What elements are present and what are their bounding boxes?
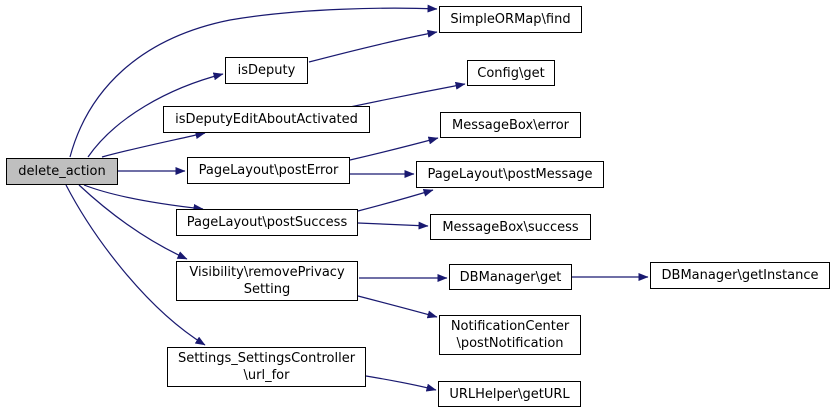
edge-delete_action-to-Settings_SettingsController-url_for xyxy=(65,184,206,346)
edge-isDeputy-to-SimpleORMap-find xyxy=(308,29,438,63)
node-isDeputy[interactable]: isDeputy xyxy=(225,57,308,84)
node-Visibility-removePrivacySetting[interactable]: Visibility\removePrivacy Setting xyxy=(176,261,358,301)
node-Settings_SettingsController-url_for[interactable]: Settings_SettingsController \url_for xyxy=(167,347,366,387)
node-URLHelper-getURL[interactable]: URLHelper\getURL xyxy=(438,381,581,407)
edge-PageLayout-postSuccess-to-PageLayout-postMessage xyxy=(357,188,434,212)
edge-delete_action-to-SimpleORMap-find xyxy=(69,4,438,158)
edge-delete_action-to-isDeputy xyxy=(87,72,224,158)
edge-delete_action-to-PageLayout-postSuccess xyxy=(83,184,204,212)
edge-Settings_SettingsController-url_for-to-URLHelper-getURL xyxy=(365,375,437,392)
edge-isDeputyEditAboutActivated-to-Config-get xyxy=(349,81,466,108)
node-PageLayout-postMessage[interactable]: PageLayout\postMessage xyxy=(416,161,604,188)
edge-delete_action-to-Visibility-removePrivacySetting xyxy=(78,184,188,260)
edge-delete_action-to-isDeputyEditAboutActivated xyxy=(101,131,206,158)
node-DBManager-get[interactable]: DBManager\get xyxy=(449,264,572,290)
node-NotificationCenter-postNotification[interactable]: NotificationCenter \postNotification xyxy=(439,315,581,355)
node-Config-get[interactable]: Config\get xyxy=(467,60,555,86)
edge-PageLayout-postError-to-MessageBox-error xyxy=(349,136,439,161)
node-SimpleORMap-find[interactable]: SimpleORMap\find xyxy=(439,6,582,33)
node-PageLayout-postError[interactable]: PageLayout\postError xyxy=(187,157,350,184)
node-MessageBox-error[interactable]: MessageBox\error xyxy=(440,112,581,138)
node-DBManager-getInstance[interactable]: DBManager\getInstance xyxy=(650,262,830,289)
node-MessageBox-success[interactable]: MessageBox\success xyxy=(430,214,591,240)
node-delete_action[interactable]: delete_action xyxy=(6,158,118,185)
edge-PageLayout-postSuccess-to-MessageBox-success xyxy=(357,221,429,230)
edge-Visibility-removePrivacySetting-to-NotificationCenter-postNotification xyxy=(357,295,438,319)
node-isDeputyEditAboutActivated[interactable]: isDeputyEditAboutActivated xyxy=(163,106,370,133)
node-PageLayout-postSuccess[interactable]: PageLayout\postSuccess xyxy=(176,209,358,236)
